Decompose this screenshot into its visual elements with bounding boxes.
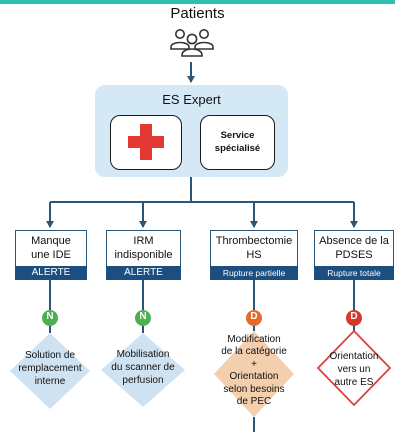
status-marker-2-letter: N	[139, 311, 147, 322]
emergency-card	[110, 115, 182, 170]
result-line: remplacement	[18, 362, 82, 374]
scenario-label: Thrombectomie HS	[211, 235, 297, 263]
status-marker-3	[246, 310, 262, 326]
scenario-label: Manque une IDE	[16, 235, 86, 263]
status-marker-4	[346, 310, 362, 326]
result-line: de PEC	[236, 395, 272, 407]
scenario-label: Absence de la PDSES	[315, 235, 393, 263]
scenario-label-line1: Thrombectomie	[215, 235, 293, 247]
status-marker-2	[135, 310, 151, 326]
scenario-box-thrombectomie: Thrombectomie HS Rupture partielle	[210, 230, 298, 280]
result-line: Orientation	[329, 351, 379, 362]
scenario-label-line2: PDSES	[335, 248, 373, 261]
status-badge: Rupture partielle	[210, 266, 298, 280]
status-marker-1	[42, 310, 58, 326]
result-line: autre ES	[334, 376, 374, 388]
result-line: Modification	[227, 334, 281, 345]
scenario-box-pdses: Absence de la PDSES Rupture totale	[314, 230, 394, 280]
status-marker-1-letter: N	[46, 311, 54, 322]
status-marker-3-letter: D	[250, 311, 258, 322]
result-line: vers un	[337, 363, 371, 375]
status-badge: ALERTE	[106, 266, 181, 280]
result-diamond-1	[10, 333, 90, 409]
scenario-label-line2: une IDE	[31, 248, 71, 261]
result-line: Solution de	[24, 350, 76, 361]
scenario-label-line1: Manque	[31, 235, 71, 247]
result-diamond-4	[316, 329, 392, 407]
result-text-3: Modification de la catégorie + Orientati…	[210, 334, 298, 408]
scenario-label-line2: HS	[246, 248, 262, 261]
scenario-label-line1: Absence de la	[319, 235, 389, 247]
scenario-label-line1: IRM	[133, 235, 154, 247]
scenario-box-irm: IRM indisponible ALERTE	[106, 230, 181, 280]
result-line: perfusion	[122, 374, 164, 386]
status-marker-4-letter: D	[350, 311, 358, 322]
top-accent-bar	[0, 0, 395, 4]
result-line: Orientation	[229, 371, 279, 383]
es-expert-title: ES Expert	[162, 92, 221, 107]
status-badge: ALERTE	[15, 266, 87, 280]
result-line: interne	[34, 375, 66, 387]
service-specialise-label: Service spécialisé	[214, 130, 261, 154]
result-text-4: Orientation vers un autre ES	[322, 351, 386, 389]
result-diamond-2	[101, 333, 185, 407]
service-specialise-card: Service spécialisé	[200, 115, 275, 170]
result-text-2: Mobilisation du scanner de perfusion	[103, 349, 183, 387]
scenario-label: IRM indisponible	[107, 235, 180, 263]
result-text-1: Solution de remplacement interne	[12, 350, 88, 388]
result-line: du scanner de	[111, 361, 175, 373]
patients-title: Patients	[170, 5, 225, 22]
status-badge: Rupture totale	[314, 266, 394, 280]
result-line: +	[251, 358, 257, 370]
people-group-icon	[170, 29, 214, 57]
scenario-label-line2: indisponible	[114, 248, 173, 261]
result-line: de la catégorie	[221, 346, 287, 358]
result-line: selon besoins	[223, 383, 285, 395]
result-diamond-3	[214, 331, 294, 417]
scenario-box-manque-ide: Manque une IDE ALERTE	[15, 230, 87, 280]
result-line: Mobilisation	[116, 349, 170, 360]
